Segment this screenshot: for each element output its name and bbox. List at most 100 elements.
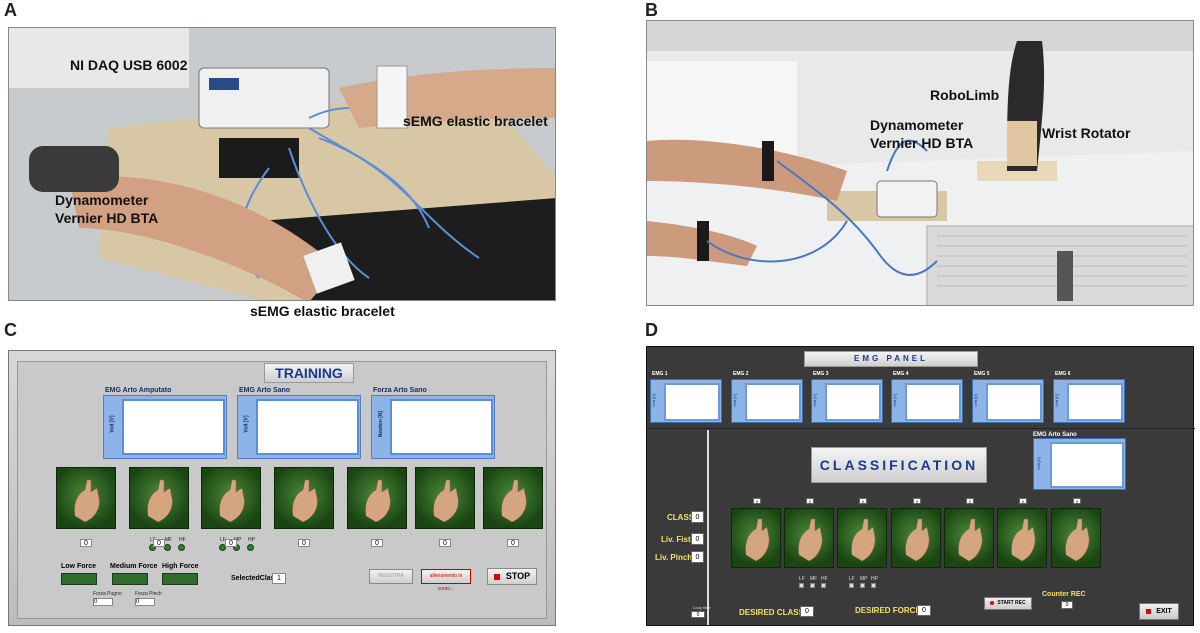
hand-icon	[219, 479, 245, 523]
low-force-indicator	[61, 573, 97, 585]
hand-icon	[958, 518, 983, 562]
class-top-value-5[interactable]: 0	[966, 498, 974, 504]
label-dyn-a2: Vernier HD BTA	[55, 210, 159, 226]
record-icon	[990, 600, 995, 605]
hand-value-5[interactable]: 0	[371, 539, 383, 547]
led-d-3	[821, 583, 826, 588]
label-bracelet-top: sEMG elastic bracelet	[403, 113, 548, 129]
section-divider-v	[707, 430, 709, 625]
label-robolimb: RoboLimb	[930, 87, 1000, 103]
graph-c1-plot	[122, 399, 225, 455]
panel-b-photo	[646, 20, 1194, 306]
hand-icon	[1065, 518, 1090, 562]
emg-panel: EMG PANEL CLASSIFICATION EMG Arto Sano V…	[646, 346, 1195, 626]
class-label: CLASS	[667, 513, 695, 522]
hand-value-4[interactable]: 0	[298, 539, 310, 547]
forza-pugno-value[interactable]: 0	[93, 598, 113, 606]
hand-value-1[interactable]: 0	[80, 539, 92, 547]
hand-value-7[interactable]: 0	[507, 539, 519, 547]
class-top-value-1[interactable]: 0	[753, 498, 761, 504]
emg-sano-title: EMG Arto Sano	[1033, 432, 1077, 438]
selected-class-value[interactable]: 1	[272, 573, 286, 584]
loop-time-label: Loop time	[693, 605, 711, 610]
led-label-c-hf: HF	[179, 537, 186, 543]
hand-value-2[interactable]: 0	[153, 539, 165, 547]
counter-rec-value[interactable]: 0	[1061, 601, 1073, 609]
emg-4-ylabel: Volt [V]	[891, 394, 897, 407]
pinch-value[interactable]: 0	[691, 551, 704, 563]
hand-icon	[292, 479, 318, 523]
stop-button[interactable]: STOP	[487, 568, 537, 585]
hand-icon	[433, 479, 459, 523]
loop-time-value[interactable]: 0	[691, 611, 705, 618]
hand-gesture-card-1	[56, 467, 116, 529]
fist-value[interactable]: 0	[691, 533, 704, 545]
emg-5-title: EMG 5	[974, 371, 990, 377]
graph-c2-plot	[256, 399, 359, 455]
emg-6-graph: Volt [V]	[1053, 379, 1125, 423]
led-label-c-lf2: LF	[220, 537, 226, 543]
desired-class-value[interactable]: 0	[800, 606, 814, 617]
emg-3-plot	[825, 383, 881, 421]
class-hand-card-7	[1051, 508, 1101, 568]
forza-pinch-value[interactable]: 0	[135, 598, 155, 606]
exit-button[interactable]: EXIT	[1139, 603, 1179, 620]
emg-6-plot	[1067, 383, 1123, 421]
class-hand-card-5	[944, 508, 994, 568]
emg-2-title: EMG 2	[733, 371, 749, 377]
graph-c3-title: Forza Arto Sano	[373, 387, 427, 394]
counter-rec-label: Counter REC	[1042, 591, 1086, 598]
exit-label: EXIT	[1156, 608, 1172, 615]
graph-c3: Newton [N]	[371, 395, 495, 459]
emg-5-plot	[986, 383, 1042, 421]
led-c-hf	[178, 544, 185, 551]
hand-icon	[798, 518, 823, 562]
panel-d-letter: D	[645, 320, 658, 340]
panel-a-photo	[8, 27, 556, 301]
emg-3-graph: Volt [V]	[811, 379, 883, 423]
graph-c2: Volt [V]	[237, 395, 361, 459]
led-d-2	[810, 583, 815, 588]
hand-icon	[745, 518, 770, 562]
emg-3-ylabel: Volt [V]	[811, 394, 817, 407]
class-hand-card-4	[891, 508, 941, 568]
led-label-d-mp: MP	[860, 576, 868, 582]
led-label-d-mf: MF	[810, 576, 818, 582]
hand-icon	[147, 479, 173, 523]
led-d-1	[799, 583, 804, 588]
emg-5-ylabel: Volt [V]	[972, 394, 978, 407]
led-label-d-lf: LF	[799, 576, 805, 582]
lab-setup-photo-a	[9, 28, 555, 300]
training-title: TRAINING	[264, 363, 354, 383]
graph-c2-title: EMG Arto Sano	[239, 387, 291, 394]
led-c-lf	[149, 544, 156, 551]
exit-icon	[1146, 608, 1152, 614]
class-top-value-3[interactable]: 0	[859, 498, 867, 504]
hand-value-6[interactable]: 0	[439, 539, 451, 547]
class-top-value-7[interactable]: 0	[1073, 498, 1081, 504]
emg-panel-title: EMG PANEL	[804, 351, 978, 367]
emg-4-title: EMG 4	[893, 371, 909, 377]
led-c-hp	[247, 544, 254, 551]
medium-force-indicator	[112, 573, 148, 585]
registra-button[interactable]: REGISTRA	[369, 569, 413, 584]
class-top-value-6[interactable]: 0	[1019, 498, 1027, 504]
led-d-4	[849, 583, 854, 588]
class-top-value-4[interactable]: 0	[913, 498, 921, 504]
class-value[interactable]: 0	[691, 511, 704, 523]
class-hand-card-2	[784, 508, 834, 568]
low-force-label: Low Force	[61, 563, 97, 570]
emg-1-graph: Volt [V]	[650, 379, 722, 423]
hand-gesture-card-6	[415, 467, 475, 529]
hand-value-3[interactable]: 0	[225, 539, 237, 547]
hand-icon	[365, 479, 391, 523]
start-rec-button[interactable]: START REC	[984, 597, 1032, 610]
class-hand-card-6	[997, 508, 1047, 568]
stop-icon	[493, 573, 500, 580]
led-c-lf2	[219, 544, 226, 551]
hand-icon	[74, 479, 100, 523]
desired-force-value[interactable]: 0	[917, 605, 931, 616]
emg-5-graph: Volt [V]	[972, 379, 1044, 423]
class-top-value-2[interactable]: 0	[806, 498, 814, 504]
led-label-c-lf: LF	[150, 537, 156, 543]
